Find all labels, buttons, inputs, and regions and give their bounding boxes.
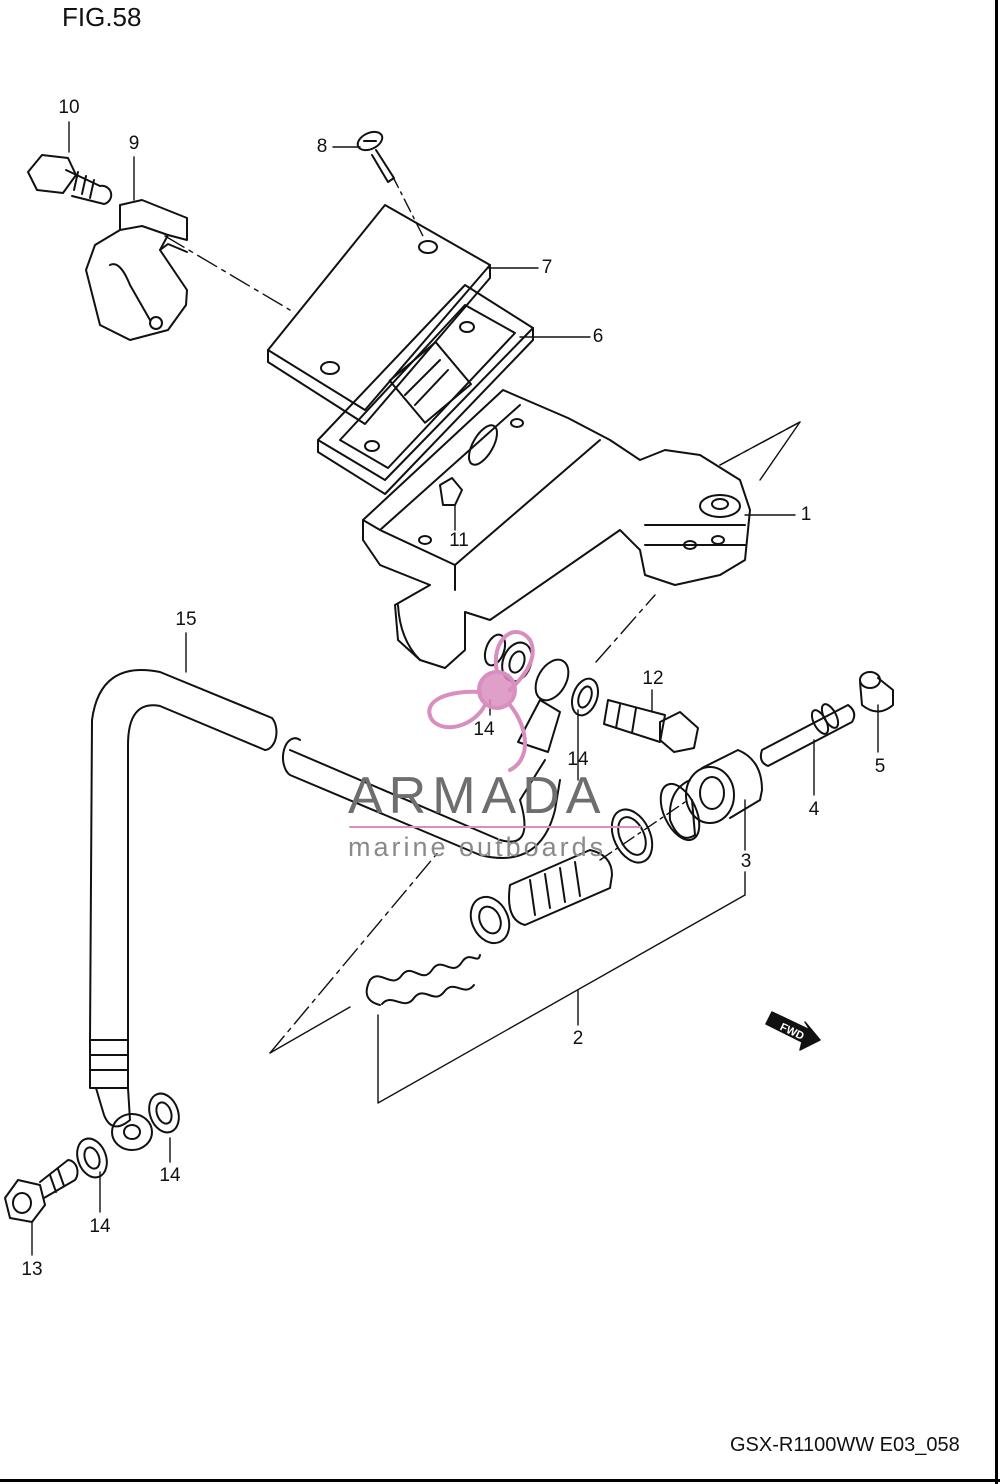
callout-8: 8 [316, 136, 328, 157]
brake-hose-15 [89, 658, 570, 1151]
reservoir-cover-7 [267, 204, 491, 425]
callout-14-lower-right: 14 [159, 1165, 181, 1186]
fwd-arrow-label: FWD [778, 1021, 806, 1042]
union-bolt-13 [4, 1159, 79, 1223]
callout-4: 4 [808, 799, 820, 820]
push-rod-4 [759, 703, 856, 767]
screw-8 [356, 130, 395, 183]
callout-7: 7 [541, 257, 553, 278]
watermark-brand-word: ARMADA [348, 767, 607, 825]
callout-1: 1 [800, 504, 812, 525]
washers-14 [76, 641, 600, 1179]
callout-14-upper-left: 14 [473, 719, 495, 740]
master-cylinder-1 [362, 389, 751, 669]
callout-12: 12 [642, 668, 664, 689]
model-code-label: GSX-R1100WW E03_058 [730, 1434, 960, 1456]
callout-5: 5 [874, 756, 886, 777]
callout-13: 13 [21, 1259, 43, 1280]
callout-11: 11 [449, 530, 469, 551]
callout-6: 6 [592, 326, 604, 347]
frame-border-bottom [0, 1479, 1000, 1482]
callout-3: 3 [740, 851, 752, 872]
cap-5 [859, 671, 894, 713]
fwd-arrow-icon: FWD [765, 1011, 821, 1051]
callout-14-lower-left: 14 [89, 1216, 111, 1237]
callout-9: 9 [128, 133, 140, 154]
callout-15: 15 [175, 609, 197, 630]
watermark-logo-graphic [349, 630, 641, 828]
figure-title: FIG.58 [62, 2, 142, 32]
watermark-subtitle: marine outboards [348, 832, 607, 862]
bolt-10 [27, 154, 113, 205]
callout-10: 10 [58, 97, 80, 118]
union-bolt-12 [603, 699, 699, 753]
frame-border-right [995, 0, 998, 1484]
callout-2: 2 [572, 1028, 584, 1049]
diaphragm-6 [317, 284, 534, 495]
leader-lines [31, 121, 879, 1256]
boot-3 [659, 749, 763, 842]
clamp-9 [85, 199, 188, 341]
callout-14-upper-right: 14 [567, 749, 589, 770]
piston-assembly-2 [365, 808, 654, 1006]
